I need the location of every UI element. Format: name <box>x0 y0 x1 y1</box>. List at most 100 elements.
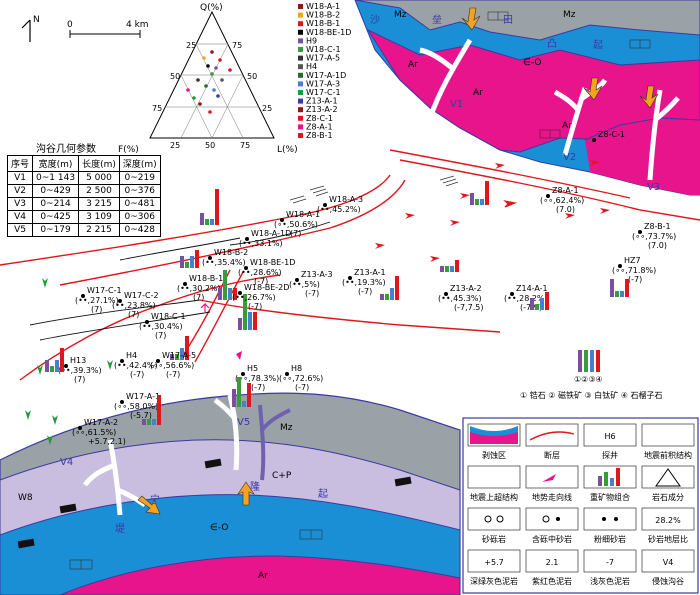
ternary-tick-50a: 50 <box>170 72 180 81</box>
ternary-point <box>218 58 222 62</box>
legend-label: 含砾中砂岩 <box>532 534 572 544</box>
mineral-bar <box>380 294 384 300</box>
well-dot[interactable] <box>592 138 596 142</box>
mineral-bar <box>205 219 209 225</box>
well-name: HZ7 <box>624 256 641 265</box>
well-rock: (••,26.7%) <box>232 293 276 302</box>
well-value: (7.0) <box>648 241 667 250</box>
well-name: H8 <box>291 364 302 373</box>
sample-label: Z8-B-1 <box>306 131 333 140</box>
label-ning: 宁 <box>150 493 160 506</box>
legend-symbol <box>525 549 579 573</box>
well-dot[interactable] <box>546 194 550 198</box>
legend-symbol <box>467 549 521 573</box>
params-cell: 5 000 <box>78 171 120 185</box>
north-uplift <box>354 0 700 196</box>
well-name: W17-A-2 <box>84 418 118 427</box>
label-ar-south: Ar <box>258 571 268 581</box>
mineral-bar <box>175 354 179 360</box>
params-cell: 0~1 143 <box>32 171 80 185</box>
well-name: W18-BE-2D <box>244 283 289 292</box>
sample-marker <box>298 124 303 130</box>
label-v5: V5 <box>237 417 250 428</box>
mineral-bar <box>60 348 64 372</box>
mineral-bar <box>535 304 539 310</box>
ternary-point <box>198 102 202 106</box>
well-dot[interactable] <box>245 237 249 241</box>
ternary-l: L(%) <box>277 145 298 155</box>
well-dot[interactable] <box>323 203 327 207</box>
ternary-point <box>210 72 214 76</box>
well-dot[interactable] <box>348 276 352 280</box>
legend-symbol <box>467 507 521 531</box>
mineral-bar <box>215 189 219 225</box>
well-dot[interactable] <box>78 426 82 430</box>
well-dot[interactable] <box>444 292 448 296</box>
well-value: (-7) <box>166 370 180 379</box>
params-cell: V4 <box>6 210 34 224</box>
well-dot[interactable] <box>120 359 124 363</box>
well-dot[interactable] <box>244 266 248 270</box>
well-value: (-7) <box>248 302 262 311</box>
label-v4: V4 <box>60 457 73 468</box>
label-long: 隆 <box>250 480 260 493</box>
mineral-bar <box>253 312 257 330</box>
legend-symbol-text: +5.7 <box>484 558 503 567</box>
well-dot[interactable] <box>118 299 122 303</box>
well-name: Z13-A-1 <box>354 268 386 277</box>
well-dot[interactable] <box>510 292 514 296</box>
ternary-point <box>228 68 232 72</box>
mineral-bar <box>152 419 156 425</box>
legend-symbol <box>641 423 695 447</box>
well-dot[interactable] <box>156 359 160 363</box>
legend-label: 粉细砂岩 <box>594 534 626 544</box>
well-dot[interactable] <box>145 320 149 324</box>
well-dot[interactable] <box>295 278 299 282</box>
well-dot[interactable] <box>285 372 289 376</box>
well-name: W18-C-1 <box>151 312 186 321</box>
sample-label: W18-B-2 <box>306 11 340 20</box>
well-value: (-7) <box>254 277 268 286</box>
well-dot[interactable] <box>64 364 68 368</box>
legend-symbol <box>525 507 579 531</box>
well-rock: (••,27.1%) <box>75 296 119 305</box>
well-rock: (••,30.2%) <box>177 284 221 293</box>
legend-symbol-text: V4 <box>663 558 674 567</box>
well-dot[interactable] <box>638 230 642 234</box>
well-dot[interactable] <box>183 282 187 286</box>
well-dot[interactable] <box>280 218 284 222</box>
well-dot[interactable] <box>618 264 622 268</box>
mineral-bar <box>157 395 161 425</box>
legend-symbol <box>467 465 521 489</box>
label-w8: W8 <box>18 493 33 503</box>
well-rock: (∘∘,78.3%) <box>235 374 279 383</box>
legend-label: 探井 <box>602 450 618 460</box>
sample-marker <box>298 107 303 113</box>
well-dot[interactable] <box>241 372 245 376</box>
legend-symbol-text: H6 <box>604 432 615 441</box>
ternary-tick-50c: 50 <box>205 141 215 150</box>
well-value: (-7) <box>295 383 309 392</box>
legend-symbol-text: 28.2% <box>655 516 681 525</box>
mineral-bar <box>390 288 394 300</box>
well-value: (-7) <box>130 370 144 379</box>
compass-n: N <box>33 15 40 25</box>
legend-label: 地势走向线 <box>532 492 572 502</box>
well-value: (-7) <box>358 287 372 296</box>
well-dot[interactable] <box>120 400 124 404</box>
mineral-bar <box>200 213 204 225</box>
mineral-bar <box>440 266 444 272</box>
pink-arrow-2 <box>200 302 210 312</box>
well-dot[interactable] <box>208 256 212 260</box>
mineral-bar <box>610 279 614 297</box>
well-dot[interactable] <box>81 294 85 298</box>
pink-arrow <box>236 351 242 360</box>
mineral-bar <box>233 288 237 300</box>
legend-symbol <box>583 507 637 531</box>
well-dot[interactable] <box>238 291 242 295</box>
well-rock: (••,28.6%) <box>238 268 282 277</box>
mineral-bar <box>195 250 199 268</box>
